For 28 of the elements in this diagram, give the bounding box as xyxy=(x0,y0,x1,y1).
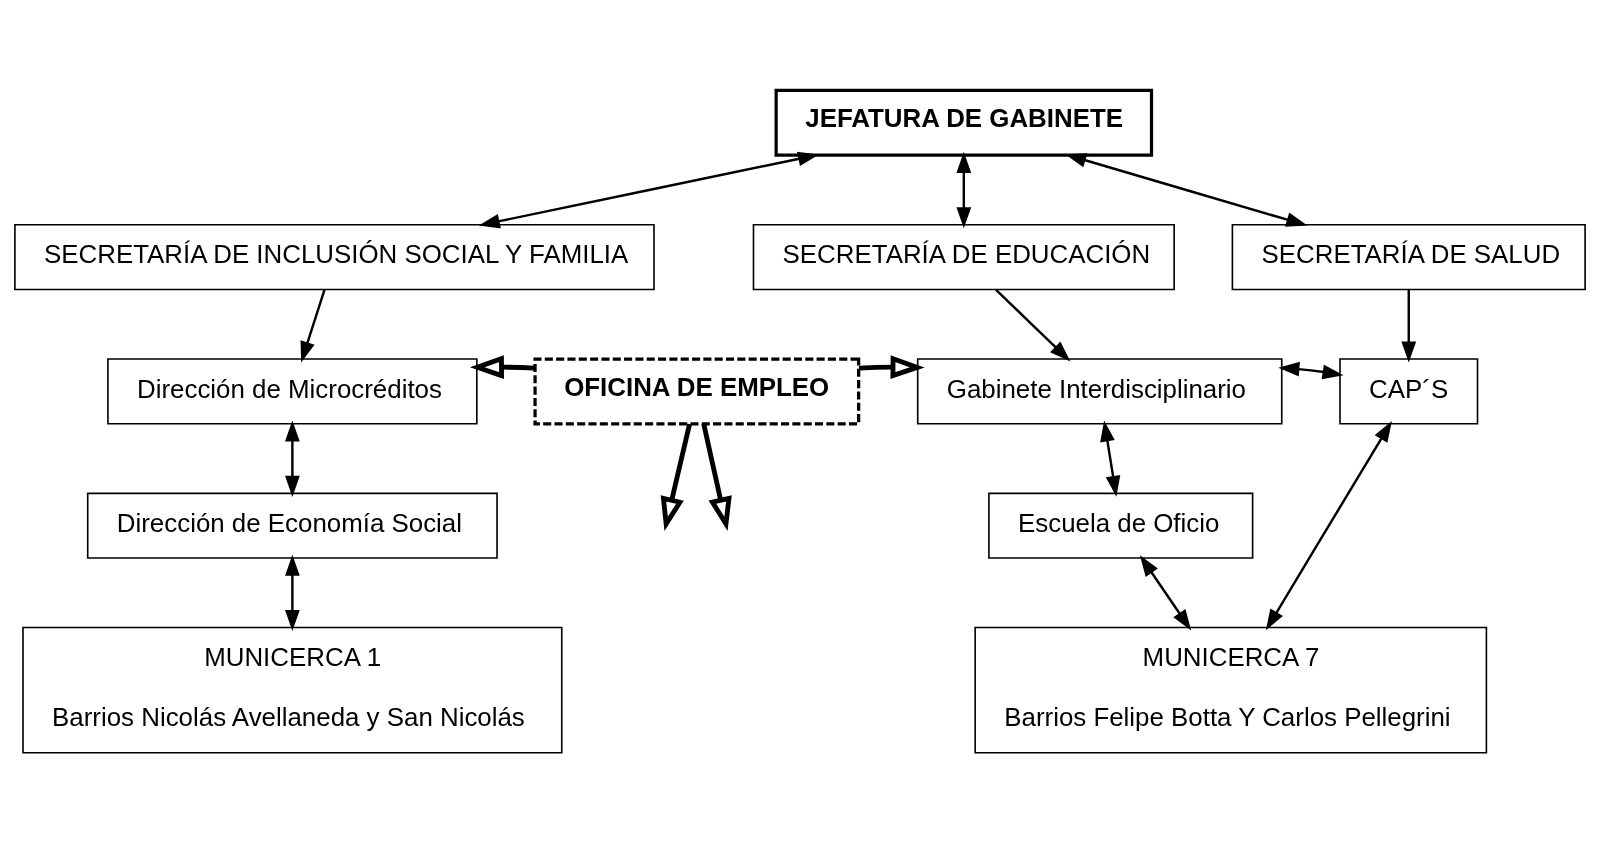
arrow xyxy=(995,288,1071,361)
node-box: Escuela de Oficio xyxy=(988,492,1254,559)
arrow xyxy=(285,419,300,497)
arrow xyxy=(1100,419,1121,497)
arrow xyxy=(300,288,326,362)
arrow xyxy=(956,151,972,228)
arrow xyxy=(1265,420,1392,630)
arrow xyxy=(1278,361,1344,379)
node-box: Dirección de Economía Social xyxy=(86,492,498,559)
node-box: Dirección de Microcréditos xyxy=(107,357,478,425)
arrow xyxy=(1065,152,1308,227)
node-box: SECRETARÍA DE INCLUSIÓN SOCIAL Y FAMILIA xyxy=(14,223,655,290)
arrow xyxy=(1401,289,1417,363)
node-box: MUNICERCA 7 Barrios Felipe Botta Y Carlos Pellegrini xyxy=(974,626,1488,753)
node-box: Gabinete Interdisciplinario xyxy=(916,357,1283,425)
node-box: SECRETARÍA DE SALUD xyxy=(1231,223,1586,290)
arrow xyxy=(469,354,535,379)
arrow xyxy=(1139,554,1192,630)
node-box: CAP´S xyxy=(1339,357,1479,425)
arrow xyxy=(858,354,925,379)
node-box: MUNICERCA 1 Barrios Nicolás Avellaneda y San Nicolás xyxy=(22,626,563,753)
arrow xyxy=(660,423,692,531)
node-box: SECRETARÍA DE EDUCACIÓN xyxy=(752,223,1175,290)
node-box: JEFATURA DE GABINETE xyxy=(774,88,1154,157)
node-box: OFICINA DE EMPLEO xyxy=(533,356,861,425)
arrow xyxy=(285,554,300,631)
arrow xyxy=(701,423,732,531)
arrow xyxy=(478,151,820,228)
